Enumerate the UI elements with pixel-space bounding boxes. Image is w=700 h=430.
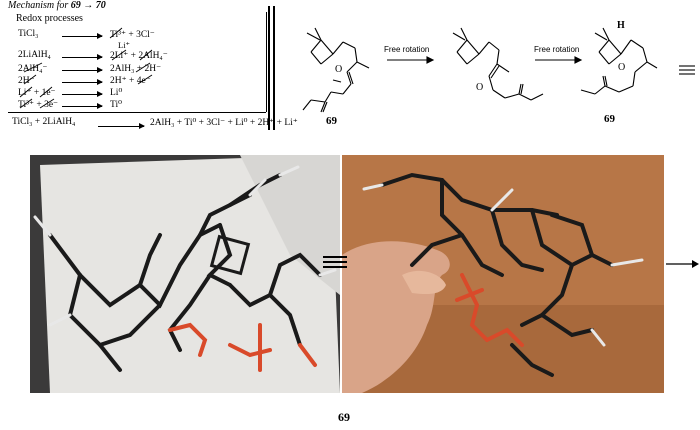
overall-equation: TiCl₃ + 2LiAlH₄ [12,117,75,127]
oxygen-label-1: O [335,64,343,75]
overall-left: TiCl₃ + 2LiAlH₄ [12,117,76,127]
oxygen-label-3: O [618,62,626,73]
structure-69-a [302,27,370,113]
mechanism-title: Mechanism for 69 → 70 [8,0,106,11]
free-rotation-label-1: Free rotation [384,45,430,54]
redox-reaction-3-left: 2AlH₄⁻ [18,64,48,74]
redox-panel [6,12,267,112]
cancellation-strokes [19,27,153,109]
redox-reaction-1-right: Ti³⁺ + 3Cl⁻ [110,30,155,40]
equivalence-bar-3 [323,266,347,268]
overall-arrow [98,123,145,129]
compound-label-left: 69 [326,115,337,127]
redox-reaction-4-left: 2H⁻ [18,76,35,86]
model-photo-left-drawing [33,155,340,393]
redox-reaction-6-left: Ti³⁺ + 3e⁻ [18,100,59,110]
photo-caption: 69 [338,410,350,424]
redox-reaction-3-right: 2AlH₃ + 2H⁻ [110,64,162,74]
separator-bar-1 [268,6,270,130]
redox-reaction-2-right: 2Li⁺ + 2AlH₄⁻ [110,51,168,61]
redox-reaction-5-left: Li⁺ + 1e⁻ [18,88,56,98]
model-photo-left [30,155,340,393]
continuation-arrow [666,260,699,268]
compound-label-right: 69 [604,113,615,125]
structure-69-b [452,27,544,101]
redox-heading: Redox processes [16,13,83,24]
redox-arrow-1 [62,33,103,39]
hydrogen-label: H [617,20,625,31]
redox-reaction-5-right: Li⁰ [110,88,123,98]
separator-bar-2 [273,6,275,130]
overall-right: 2AlH₃ + Ti⁰ + 3Cl⁻ + Li⁰ + 2H⁺ + Li⁺ [150,118,298,128]
redox-reaction-4-right: 2H⁺ + 4e⁻ [110,76,151,86]
redox-reaction-1-left: TiCl₃ [18,29,39,39]
redox-reaction-2-left: 2LiAlH₄ [18,50,51,60]
redox-arrow-3 [62,67,103,73]
free-rotation-label-2: Free rotation [534,45,580,54]
reaction-scheme [302,27,695,113]
redox-arrow-2 [62,54,103,60]
model-photo-right-drawing [342,155,664,393]
redox-arrow-5 [62,91,103,97]
redox-side-label: Li⁺ [118,40,131,50]
redox-arrow-4 [62,79,103,85]
structure-69-c [580,27,658,95]
equivalence-bar-1 [323,256,347,258]
redox-arrow-6 [62,103,103,109]
equivalence-bar-2 [323,261,347,263]
model-photo-right [342,155,664,393]
oxygen-label-2: O [476,82,484,93]
summary-divider [8,112,266,113]
redox-reaction-6-right: Ti⁰ [110,100,122,110]
